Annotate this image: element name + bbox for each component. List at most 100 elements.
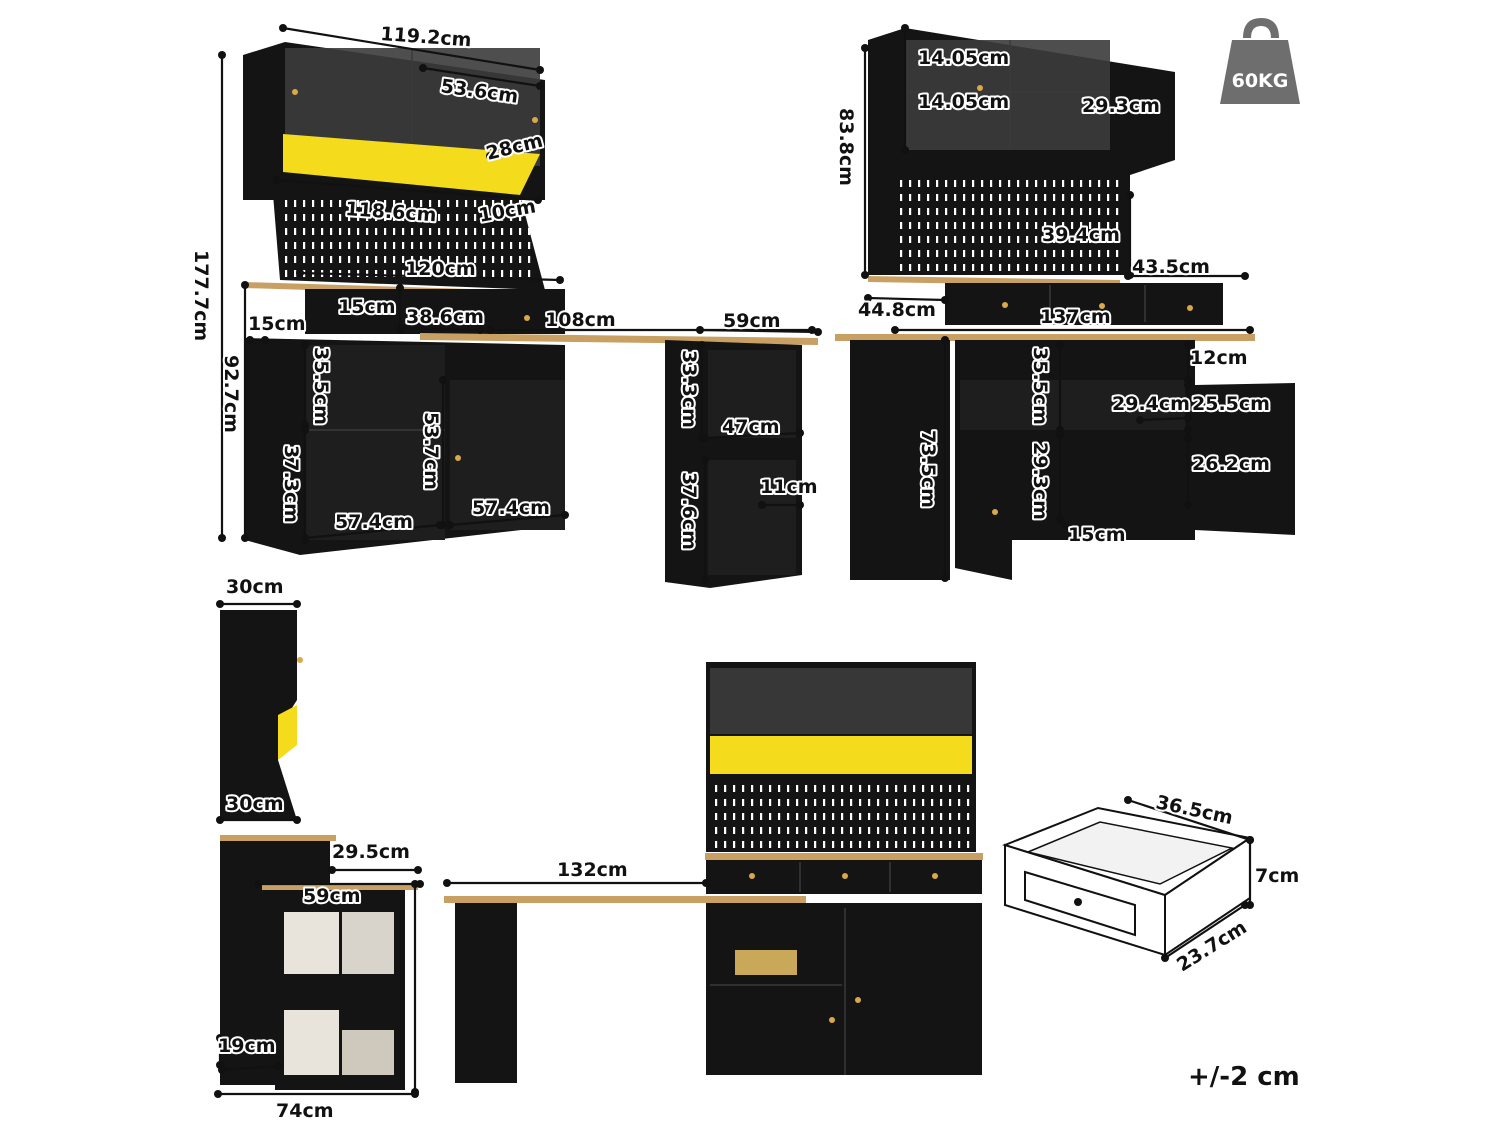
pegboard-hole: [1035, 208, 1038, 215]
pegboard-hole: [904, 827, 907, 834]
pegboard-hole: [715, 813, 718, 820]
pegboard-hole: [312, 228, 315, 235]
pegboard-hole: [411, 200, 414, 207]
pegboard-hole: [312, 256, 315, 263]
pegboard-hole: [724, 813, 727, 820]
pegboard-hole: [438, 256, 441, 263]
pegboard-hole: [945, 180, 948, 187]
pegboard-hole: [936, 208, 939, 215]
pegboard-hole: [1116, 208, 1119, 215]
dim-label: 37.3cm: [280, 445, 302, 523]
pegboard-hole: [510, 270, 513, 277]
dimension-endpoint: [218, 534, 226, 542]
pegboard-hole: [1026, 208, 1029, 215]
pegboard-hole: [303, 256, 306, 263]
dimension-endpoint: [861, 271, 869, 279]
pegboard-hole: [895, 827, 898, 834]
pegboard-hole: [715, 841, 718, 848]
pegboard-hole: [420, 200, 423, 207]
dimension-endpoint: [1161, 954, 1169, 962]
dim-label: 137cm: [1040, 306, 1111, 328]
pegboard-hole: [474, 270, 477, 277]
pegboard-hole: [927, 180, 930, 187]
pegboard-hole: [751, 827, 754, 834]
pegboard-hole: [927, 222, 930, 229]
pegboard-hole: [958, 799, 961, 806]
dimension-endpoint: [439, 376, 447, 384]
pegboard-hole: [958, 827, 961, 834]
pegboard-hole: [483, 200, 486, 207]
pegboard-hole: [814, 827, 817, 834]
pegboard-hole: [850, 785, 853, 792]
pegboard-hole: [796, 841, 799, 848]
pegboard-hole: [967, 813, 970, 820]
pegboard-hole: [1044, 250, 1047, 257]
pegboard-hole: [366, 256, 369, 263]
dimension-endpoint: [411, 880, 419, 888]
pegboard-hole: [366, 228, 369, 235]
pegboard-hole: [931, 785, 934, 792]
pegboard-hole: [402, 270, 405, 277]
pegboard-hole: [850, 799, 853, 806]
pegboard-hole: [402, 256, 405, 263]
pegboard-hole: [963, 222, 966, 229]
dim-label: 59cm: [303, 885, 361, 907]
pegboard-hole: [778, 785, 781, 792]
dimension-endpoint: [254, 880, 262, 888]
pegboard-hole: [375, 228, 378, 235]
dimension-line: [699, 328, 819, 334]
pegboard-hole: [1089, 250, 1092, 257]
dimension-endpoint: [1184, 381, 1192, 389]
pegboard-hole: [1017, 236, 1020, 243]
dimension-line: [449, 513, 566, 527]
pegboard-hole: [909, 264, 912, 271]
pegboard-hole: [330, 228, 333, 235]
pegboard-hole: [981, 194, 984, 201]
pegboard-hole: [411, 214, 414, 221]
pegboard-hole: [1062, 180, 1065, 187]
dimension-endpoint: [293, 600, 301, 608]
pegboard-hole: [1035, 180, 1038, 187]
pegboard-hole: [348, 242, 351, 249]
pegboard-hole: [945, 264, 948, 271]
dimension-line: [299, 271, 561, 282]
dimension-endpoint: [901, 24, 909, 32]
pegboard-hole: [909, 236, 912, 243]
pegboard-hole: [438, 228, 441, 235]
dimension-endpoint: [702, 879, 710, 887]
pegboard-hole: [1107, 180, 1110, 187]
dimension-endpoint: [1056, 431, 1064, 439]
pegboard-hole: [330, 200, 333, 207]
pegboard-hole: [787, 799, 790, 806]
pegboard-hole: [1089, 264, 1092, 271]
pegboard-hole: [895, 841, 898, 848]
pegboard-hole: [348, 214, 351, 221]
dim-label: 15cm: [248, 313, 306, 335]
dimension-endpoint: [216, 600, 224, 608]
pegboard-hole: [990, 236, 993, 243]
pegboard-hole: [1080, 194, 1083, 201]
dimension-line: [1139, 416, 1189, 422]
pegboard-hole: [1035, 222, 1038, 229]
pegboard-hole: [1026, 250, 1029, 257]
pegboard-hole: [384, 228, 387, 235]
pegboard-hole: [967, 827, 970, 834]
pegboard-hole: [483, 214, 486, 221]
dimension-endpoint: [941, 574, 949, 582]
pegboard-hole: [1107, 222, 1110, 229]
pegboard-hole: [411, 256, 414, 263]
dimension-endpoint: [1124, 796, 1132, 804]
pegboard-hole: [1116, 236, 1119, 243]
pegboard-hole: [972, 180, 975, 187]
dimension-endpoint: [241, 534, 249, 542]
pegboard-hole: [438, 242, 441, 249]
pegboard-hole: [967, 785, 970, 792]
pegboard-hole: [963, 208, 966, 215]
pegboard-hole: [877, 827, 880, 834]
dimension-endpoint: [1061, 521, 1069, 529]
pegboard-hole: [1071, 250, 1074, 257]
dim-label: 14.05cm: [918, 91, 1009, 113]
pegboard-hole: [972, 208, 975, 215]
dimension-line: [479, 208, 533, 228]
dim-label: 38.6cm: [406, 306, 484, 328]
